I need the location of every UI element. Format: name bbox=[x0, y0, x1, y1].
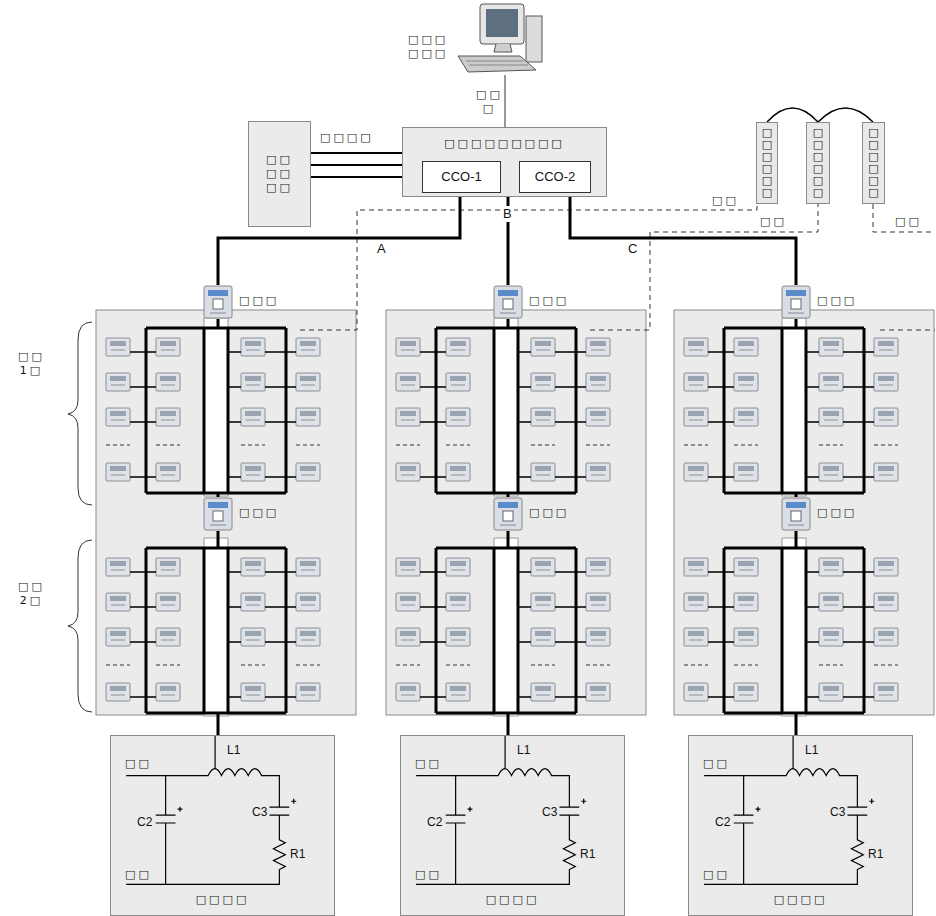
edge-label: C bbox=[626, 241, 639, 257]
terminal-label: □□ bbox=[125, 757, 152, 771]
breaker: □□□ bbox=[493, 497, 523, 531]
breaker-icon bbox=[203, 497, 233, 531]
capacitor-label: C3 bbox=[542, 805, 557, 821]
breaker: □□□ bbox=[781, 497, 811, 531]
capacitor-label: C2 bbox=[715, 815, 730, 831]
breaker-icon bbox=[203, 285, 233, 319]
breaker-icon bbox=[493, 497, 523, 531]
edge-label: □□□□ bbox=[318, 131, 376, 144]
breaker-label: □□□ bbox=[529, 506, 569, 520]
group-label: □□ 2□ bbox=[18, 580, 45, 609]
group-label: □□ 1□ bbox=[18, 350, 45, 379]
breaker-icon bbox=[781, 285, 811, 319]
meter-panel bbox=[386, 310, 646, 735]
module-name: CCO-1 bbox=[441, 169, 481, 186]
filter-title: □□□□ bbox=[111, 893, 334, 907]
breaker-label: □□□ bbox=[817, 506, 857, 520]
resistor-label: R1 bbox=[290, 847, 305, 863]
device-text: □□□□□□ bbox=[868, 127, 879, 200]
device-text: □□□□□□ bbox=[813, 127, 824, 200]
connector bbox=[311, 164, 402, 166]
inductor-label: L1 bbox=[805, 743, 818, 759]
meter-panel bbox=[96, 310, 356, 735]
breaker-label: □□□ bbox=[239, 506, 279, 520]
connector bbox=[767, 108, 818, 122]
capacitor-label: C3 bbox=[830, 805, 845, 821]
breaker-icon bbox=[493, 285, 523, 319]
breaker: □□□ bbox=[781, 285, 811, 319]
capacitor-label: C2 bbox=[427, 815, 442, 831]
edge-label: A bbox=[375, 241, 388, 257]
resistor-label: R1 bbox=[580, 847, 595, 863]
link-label: □□ □ bbox=[476, 88, 503, 117]
edge-label: B bbox=[501, 206, 514, 222]
link-label: □□ bbox=[895, 215, 922, 229]
breaker: □□□ bbox=[203, 497, 233, 531]
dashed-link bbox=[300, 204, 935, 330]
breaker-label: □□□ bbox=[529, 294, 569, 308]
capacitor-label: C2 bbox=[137, 815, 152, 831]
resistor-label: R1 bbox=[868, 847, 883, 863]
device-text: □□□□□□ bbox=[762, 127, 773, 200]
link-label: □□ bbox=[760, 215, 787, 229]
breaker-label: □□□ bbox=[817, 294, 857, 308]
computer-icon bbox=[458, 4, 542, 72]
cco-module: CCO-2 bbox=[519, 161, 591, 193]
terminal-label: □□ bbox=[415, 868, 442, 882]
breaker: □□□ bbox=[203, 285, 233, 319]
module-name: CCO-2 bbox=[535, 169, 575, 186]
link-line bbox=[505, 75, 506, 127]
filter-title: □□□□ bbox=[689, 893, 912, 907]
source-box: □□ □□ □□ bbox=[248, 121, 311, 227]
platform-box: □□□□□□□□□ CCO-1 CCO-2 bbox=[402, 127, 607, 197]
breaker-label: □□□ bbox=[239, 294, 279, 308]
breaker: □□□ bbox=[493, 285, 523, 319]
inductor-label: L1 bbox=[517, 743, 530, 759]
group-bracket bbox=[68, 322, 92, 712]
cco-module: CCO-1 bbox=[422, 161, 501, 193]
inductor-label: L1 bbox=[227, 743, 240, 759]
breaker-icon bbox=[781, 497, 811, 531]
device-label: □□□ □□□ bbox=[408, 33, 448, 62]
capacitor-label: C3 bbox=[252, 805, 267, 821]
device-column: □□□□□□ bbox=[806, 122, 830, 204]
connector bbox=[818, 108, 873, 122]
connector bbox=[570, 197, 796, 285]
platform-title: □□□□□□□□□ bbox=[444, 137, 565, 151]
source-text: □□ □□ □□ bbox=[266, 153, 293, 196]
terminal-label: □□ bbox=[703, 868, 730, 882]
terminal-label: □□ bbox=[415, 757, 442, 771]
connector bbox=[311, 152, 402, 154]
filter-title: □□□□ bbox=[401, 893, 624, 907]
device-column: □□□□□□ bbox=[862, 122, 885, 204]
device-column: □□□□□□ bbox=[756, 122, 778, 204]
link-label: □□ bbox=[712, 194, 739, 208]
meter-panel bbox=[674, 310, 934, 735]
terminal-label: □□ bbox=[703, 757, 730, 771]
terminal-label: □□ bbox=[125, 868, 152, 882]
connector bbox=[311, 176, 402, 178]
